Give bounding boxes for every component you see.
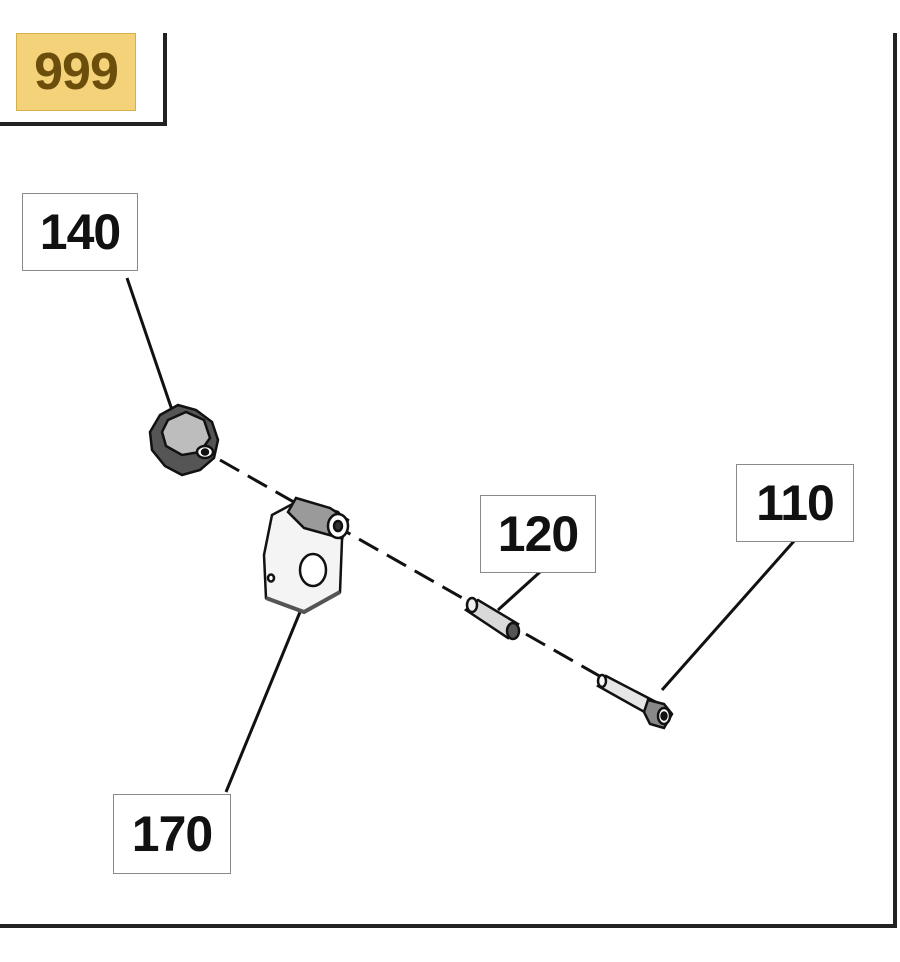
callout-170: 170 bbox=[113, 794, 231, 874]
clamp-bracket-icon bbox=[262, 496, 350, 615]
page-number-badge: 999 bbox=[16, 33, 136, 111]
cap-screw-icon bbox=[596, 673, 674, 730]
callout-120: 120 bbox=[480, 495, 596, 573]
page-frame bbox=[0, 33, 897, 928]
callout-140: 140 bbox=[22, 193, 138, 271]
leader-lines bbox=[125, 277, 797, 793]
callout-110: 110 bbox=[736, 464, 854, 542]
lobed-knob-icon bbox=[148, 403, 220, 477]
dowel-pin-icon bbox=[463, 596, 521, 641]
